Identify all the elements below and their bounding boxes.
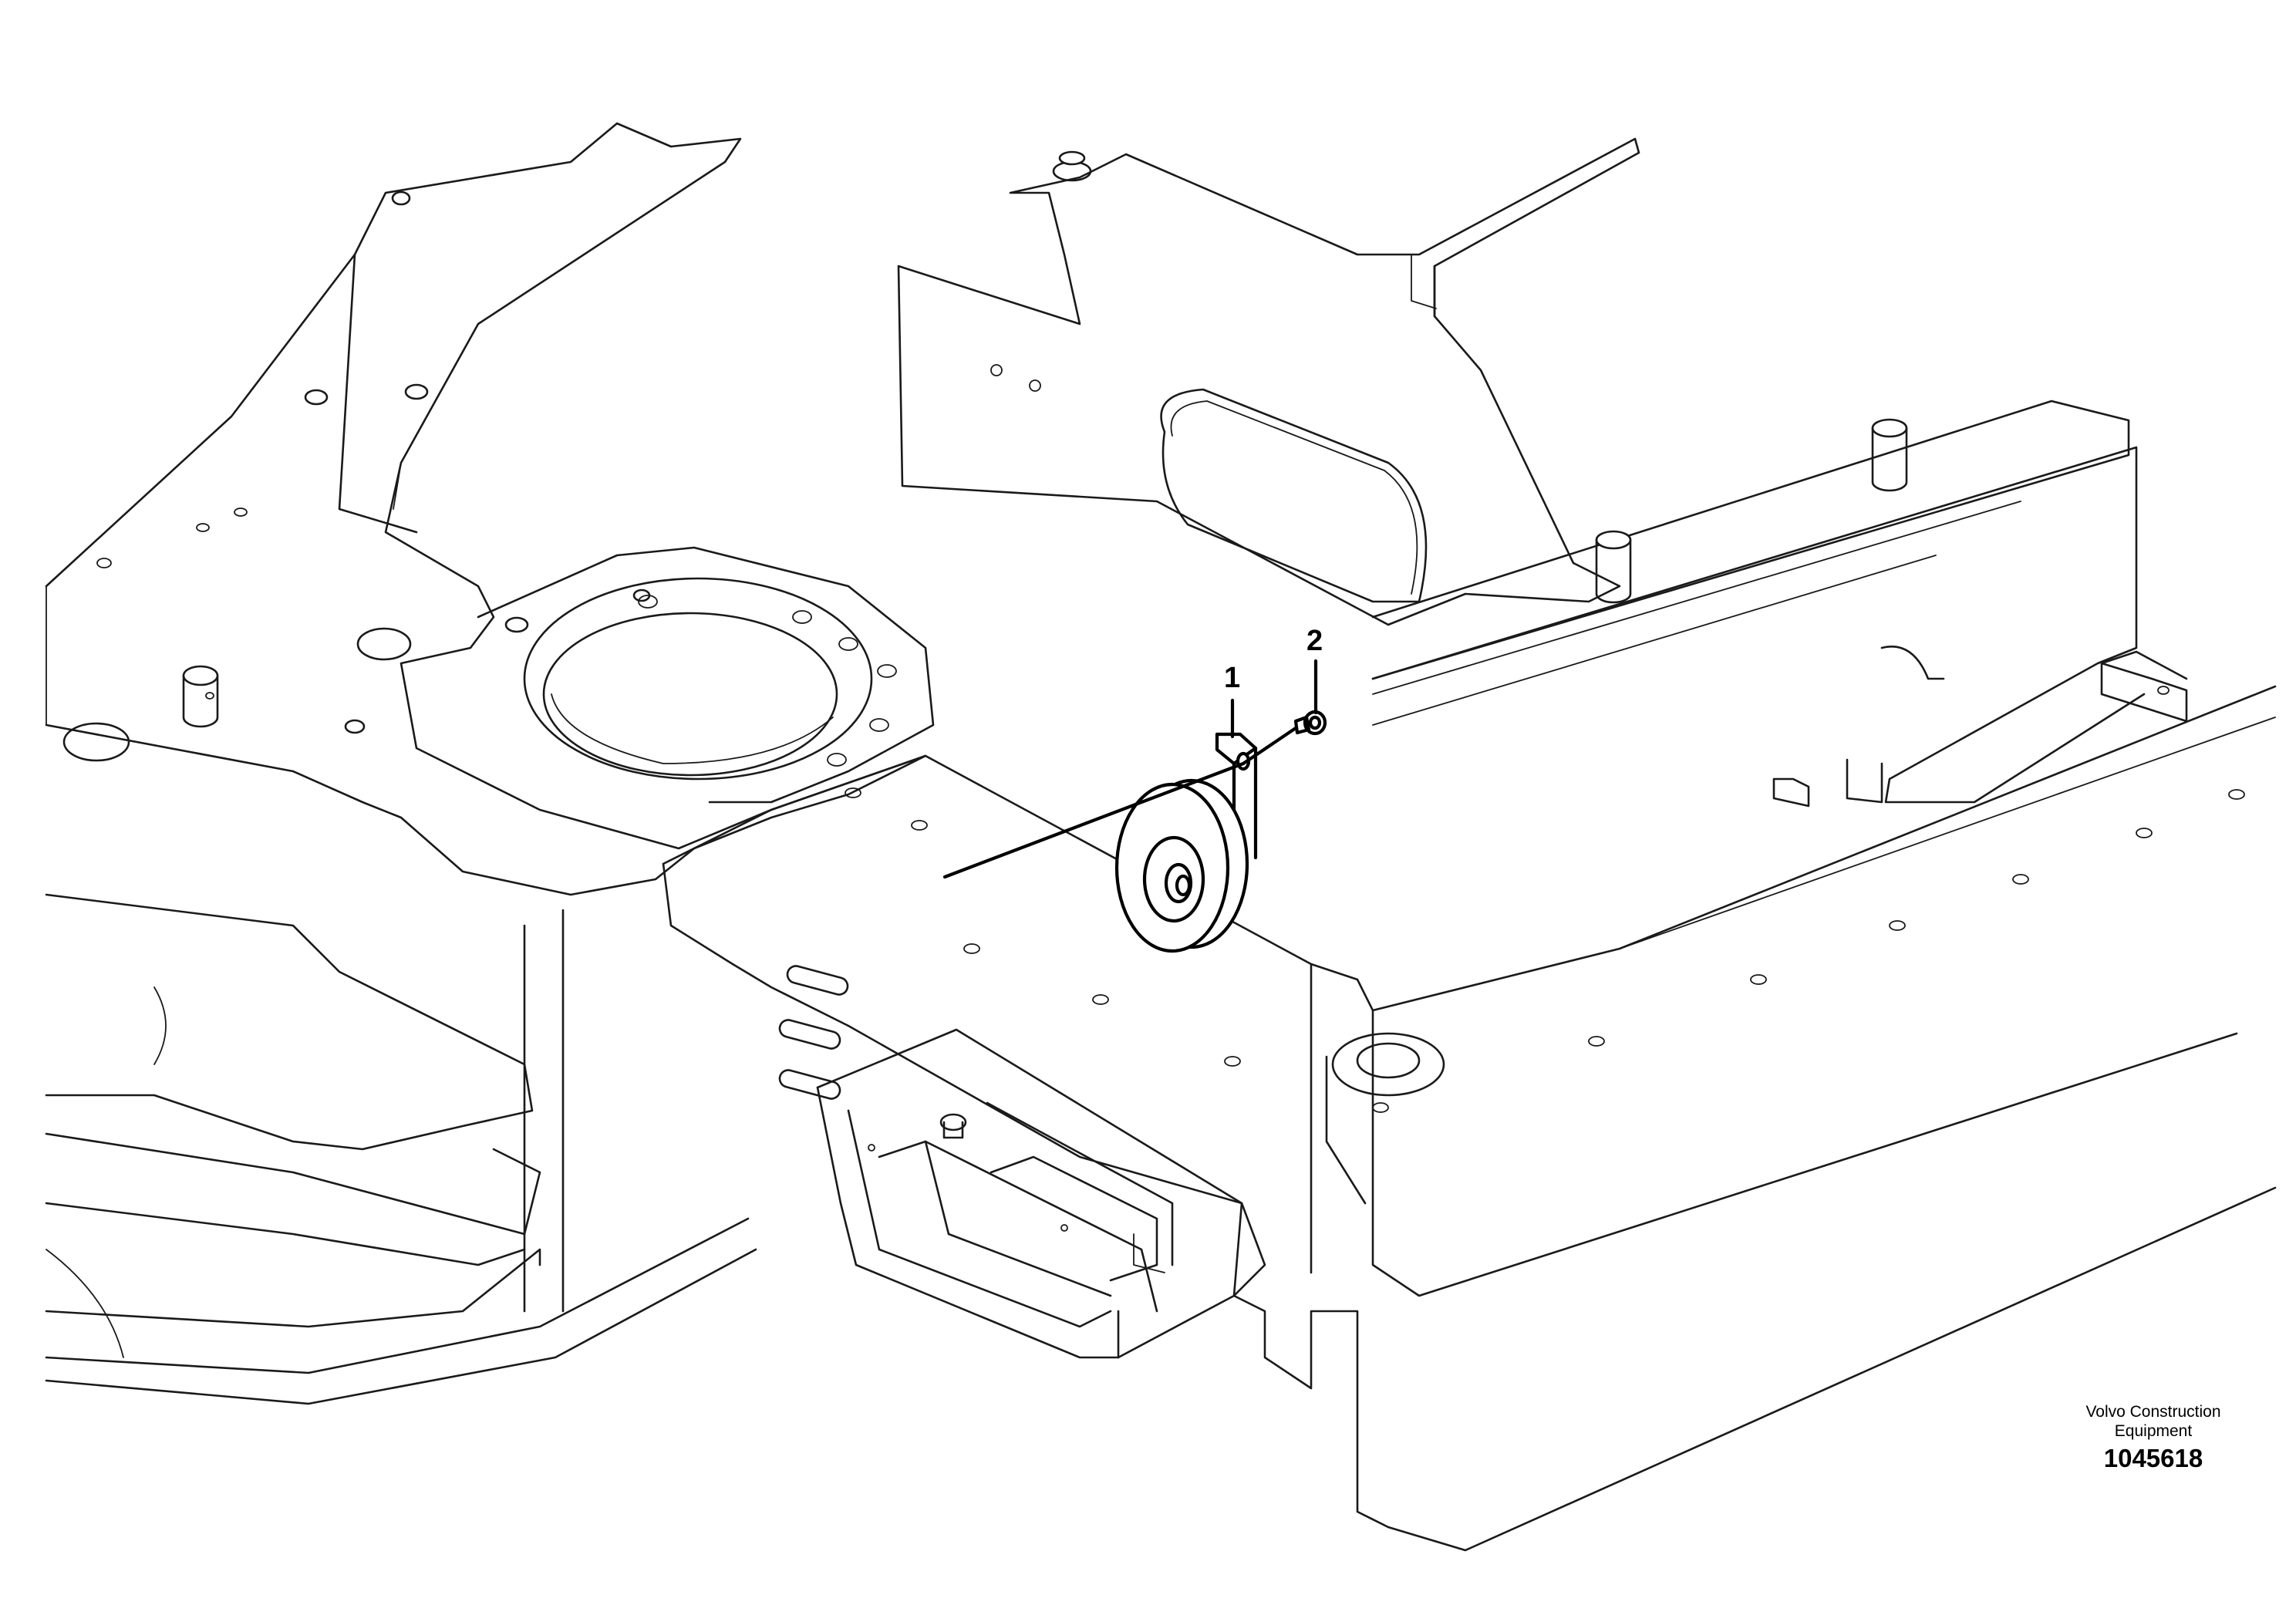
callout-1: 1: [1224, 662, 1241, 694]
screw-assembly: [1241, 710, 1327, 766]
drawing-number: 1045618: [2103, 1444, 2203, 1472]
callout-leaders: [1230, 659, 1318, 739]
rear-upright-panel: [897, 137, 1640, 626]
callout-2: 2: [1306, 625, 1323, 657]
brand-line-1: Volvo Construction: [2085, 1403, 2221, 1421]
swing-bearing-ring: [477, 546, 935, 804]
right-side-beams: [1371, 400, 2188, 808]
lower-bracket-box: [816, 1028, 1243, 1359]
horn-assembly: [942, 732, 1258, 953]
brand-name: Volvo Construction Equipment: [2053, 1402, 2254, 1441]
upper-frame-left-plate: [45, 122, 927, 896]
brand-line-2: Equipment: [2114, 1422, 2193, 1440]
lower-left-frame: [45, 893, 757, 1405]
main-front-beam: [662, 685, 2277, 1552]
